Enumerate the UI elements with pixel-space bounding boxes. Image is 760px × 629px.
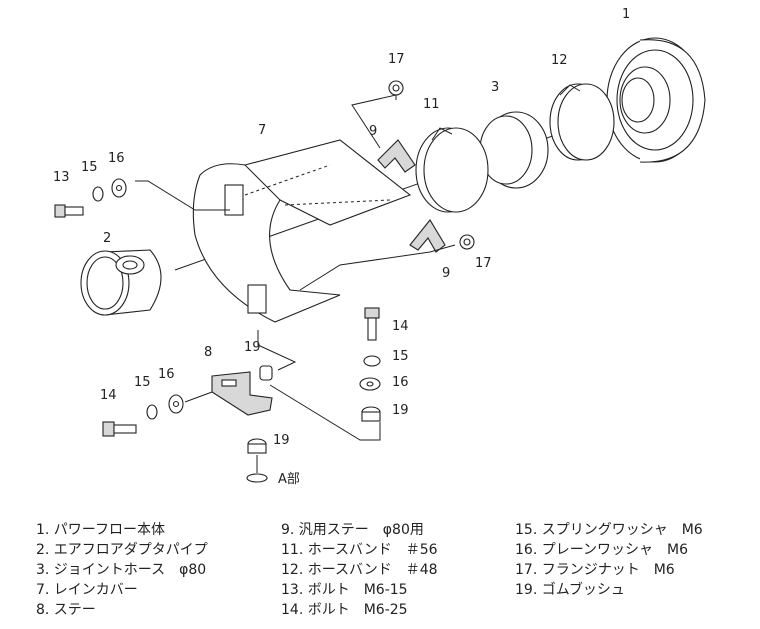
part-7-rain-cover	[192, 139, 412, 323]
leader-line	[299, 244, 456, 291]
exploded-parts-diagram: 1 12 3 17 11 9 7 13 15 16 2 17 9 14 8 19…	[53, 7, 706, 487]
legend-column-1: 1. パワーフロー本体 2. エアフロアダプタパイプ 3. ジョイントホース φ…	[36, 520, 208, 620]
callout-19-upper: 19	[244, 340, 261, 355]
callout-7: 7	[258, 123, 266, 138]
callout-15-upper: 15	[81, 160, 98, 175]
callout-16-left: 16	[158, 367, 175, 382]
part-15-spring-washer-b	[146, 404, 158, 420]
callout-8: 8	[204, 345, 212, 360]
legend-item: 2. エアフロアダプタパイプ	[36, 542, 208, 558]
leader-line	[257, 330, 297, 371]
legend-item: 8. ステー	[36, 602, 96, 618]
callout-14-left: 14	[100, 388, 117, 403]
legend-item: 1. パワーフロー本体	[36, 522, 165, 538]
legend-column-2: 9. 汎用ステー φ80用 11. ホースバンド ＃56 12. ホースバンド …	[281, 520, 438, 620]
legend-item: 11. ホースバンド ＃56	[281, 542, 438, 558]
legend-item: 16. プレーンワッシャ M6	[515, 542, 689, 558]
part-12-hose-band	[549, 83, 615, 161]
part-16-plain-washer-a	[111, 178, 127, 198]
legend-item: 13. ボルト M6-15	[281, 582, 408, 598]
leader-line	[351, 94, 397, 149]
legend-item: 17. フランジナット M6	[515, 562, 675, 578]
part-19-rubber-bush-a	[259, 365, 273, 381]
callout-2: 2	[103, 231, 111, 246]
callout-9-upper: 9	[369, 124, 377, 139]
callout-19-lower: 19	[273, 433, 290, 448]
detail-a-label: A部	[278, 472, 300, 487]
part-17-flange-nut-lower	[459, 234, 475, 250]
detail-a-marker	[246, 473, 268, 483]
part-13-bolt-m6-15	[54, 204, 84, 218]
callout-13: 13	[53, 170, 70, 185]
leader-line	[269, 384, 381, 441]
part-1-power-flow-body	[606, 37, 706, 163]
part-9-stay-upper	[377, 139, 416, 173]
callout-14-right: 14	[392, 319, 409, 334]
legend-item: 7. レインカバー	[36, 582, 138, 598]
callout-16-upper: 16	[108, 151, 125, 166]
callout-19-right: 19	[392, 403, 409, 418]
part-15-spring-washer-a	[92, 186, 104, 202]
callout-1: 1	[622, 7, 630, 22]
legend-item: 12. ホースバンド ＃48	[281, 562, 438, 578]
part-14-bolt-m6-25-a	[102, 421, 137, 437]
legend-item: 3. ジョイントホース φ80	[36, 562, 207, 578]
callout-3: 3	[491, 80, 499, 95]
callout-17-upper: 17	[388, 52, 405, 67]
part-19-rubber-bush-b	[361, 406, 381, 422]
legend-column-3: 15. スプリングワッシャ M6 16. プレーンワッシャ M6 17. フラン…	[515, 520, 703, 600]
part-9-stay-lower	[409, 219, 446, 253]
callout-9-lower: 9	[442, 266, 450, 281]
callout-16-right: 16	[392, 375, 409, 390]
part-16-plain-washer-c	[359, 377, 381, 391]
part-16-plain-washer-b	[168, 394, 184, 414]
leader-line	[135, 180, 230, 211]
legend-item: 14. ボルト M6-25	[281, 602, 408, 618]
part-14-bolt-m6-25-b	[364, 307, 380, 341]
part-3-joint-hose	[479, 111, 549, 189]
part-19-rubber-bush-c	[247, 438, 267, 454]
callout-12: 12	[551, 53, 568, 68]
part-8-stay-bracket	[211, 371, 273, 416]
part-2-adapter-pipe	[80, 249, 162, 316]
part-11-hose-band	[415, 127, 489, 213]
callout-17-lower: 17	[475, 256, 492, 271]
leader-line	[184, 391, 213, 403]
part-15-spring-washer-c	[363, 355, 381, 367]
callout-15-left: 15	[134, 375, 151, 390]
callout-11: 11	[423, 97, 440, 112]
legend-item: 15. スプリングワッシャ M6	[515, 522, 703, 538]
legend-item: 9. 汎用ステー φ80用	[281, 522, 424, 538]
part-17-flange-nut-upper	[388, 80, 404, 96]
callout-15-right: 15	[392, 349, 409, 364]
legend-item: 19. ゴムブッシュ	[515, 582, 625, 598]
